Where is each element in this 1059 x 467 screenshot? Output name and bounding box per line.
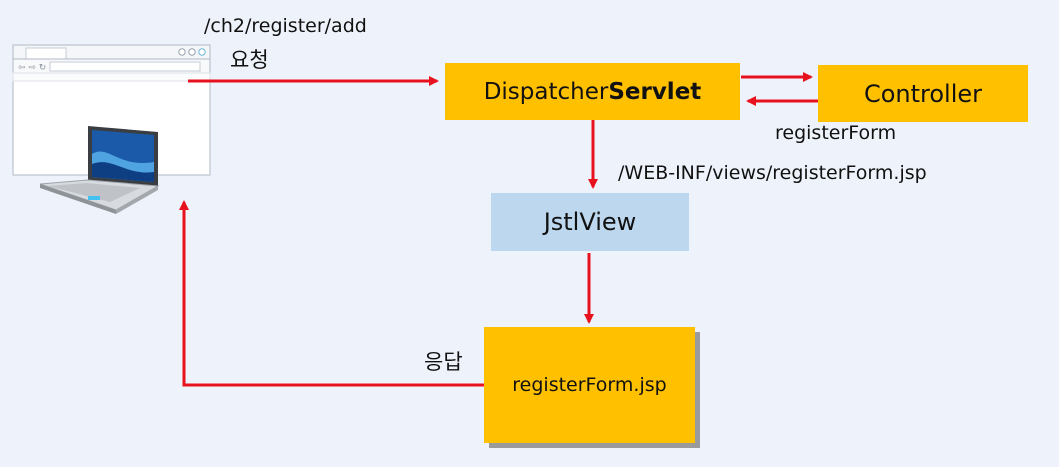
jstl-view-label: JstlView [543,208,637,236]
jstl-view-box: JstlView [491,193,689,251]
jsp-page-box: registerForm.jsp [484,327,695,443]
laptop-icon [39,126,160,214]
dispatcher-label-bold: Servlet [608,78,702,105]
browser-window-icon: ⇦ ⇨ ↻ [12,44,211,176]
controller-label: Controller [863,79,983,108]
dispatcher-label-prefix: Dispatcher [483,78,609,105]
controller-return-label: registerForm [775,122,897,144]
request-url-label: /ch2/register/add [204,15,367,37]
response-label: 응답 [424,350,463,374]
view-path-label: /WEB-INF/views/registerForm.jsp [618,162,927,184]
svg-text:⇦ ⇨ ↻: ⇦ ⇨ ↻ [18,63,46,73]
controller-box: Controller [818,65,1028,122]
jsp-page-label: registerForm.jsp [512,374,667,396]
request-label: 요청 [230,48,269,72]
response-arrow [179,200,484,387]
